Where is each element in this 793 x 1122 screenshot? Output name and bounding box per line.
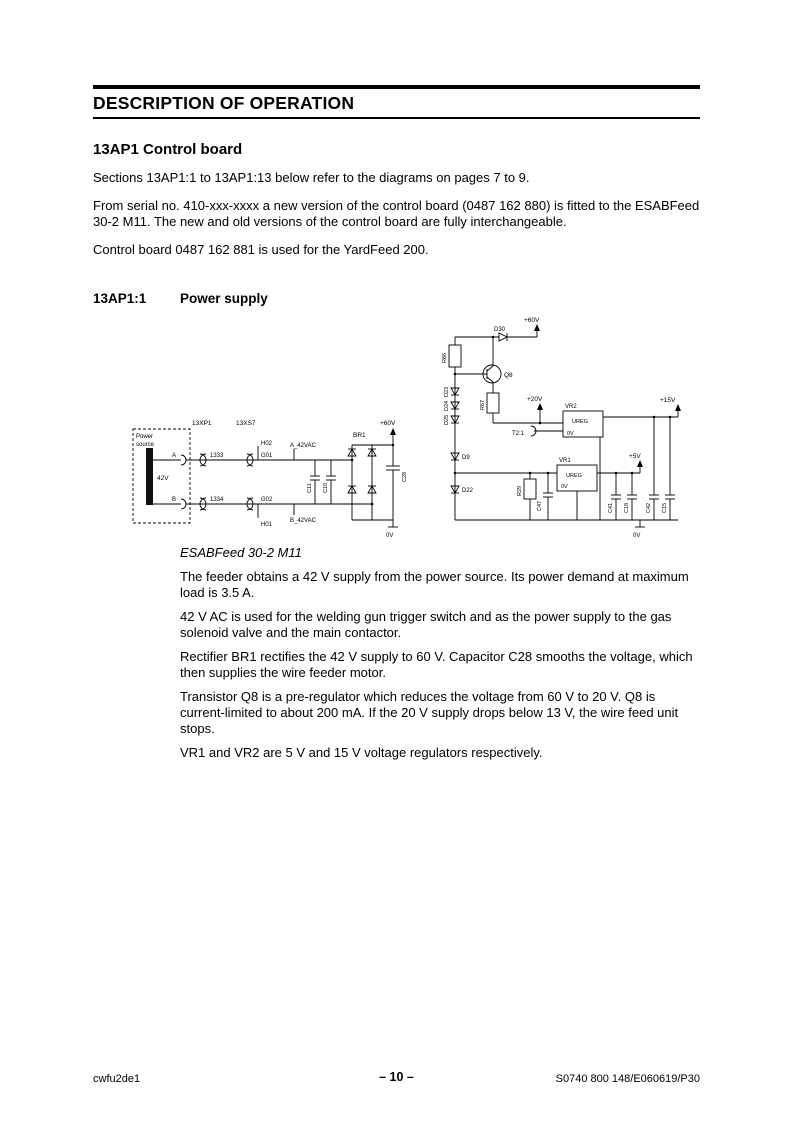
power-source-symbol: Power source 42V A B [132,428,191,524]
pre-regulator-q8: +60V D30 R66 Q8 D [442,317,563,520]
diagram-caption: ESABFeed 30-2 M11 [180,545,302,560]
label-pin-h02: H02 [261,441,273,447]
label-vr2-0v: 0V [567,431,574,437]
label-pin-g02: G02 [261,497,273,503]
page-footer: cwfu2de1 – 10 – S0740 800 148/E060619/P3… [93,1069,700,1091]
label-vr1-0v: 0V [561,484,568,490]
bridge-rectifier-br1: BR1 [347,432,393,521]
label-d22: D22 [462,488,474,494]
subsection-number: 13AP1:1 [93,291,147,306]
page-content: DESCRIPTION OF OPERATION 13AP1 Control b… [93,85,700,760]
label-0v-left: 0V [386,533,393,539]
footer-document-code: cwfu2de1 [93,1073,141,1085]
connector-13xs7: 13XS7 H02 G01 G02 H01 [236,420,273,528]
label-r67: R67 [480,400,486,410]
label-r66: R66 [442,353,448,363]
label-d25: D25 [444,415,450,425]
intro-paragraph-1: Sections 13AP1:1 to 13AP1:13 below refer… [93,170,530,185]
label-pin-h01: H01 [261,522,273,528]
smoothing-cap-c28: +60V C28 0V [380,420,408,539]
label-d24: D24 [444,401,450,411]
page-header: DESCRIPTION OF OPERATION [93,85,700,119]
connector-13xp1: 13XP1 1333 1334 [192,420,224,511]
label-vr2-ureg: UREG [572,419,588,425]
label-60v-left: +60V [380,420,396,427]
label-13xp1: 13XP1 [192,420,212,427]
label-terminal-a: A [172,453,176,459]
label-r29: R29 [517,486,523,496]
label-vr1: VR1 [559,458,571,464]
label-c42: C42 [646,503,652,513]
label-vr1-ureg: UREG [566,473,582,479]
label-b-42vac: B_42VAC [290,518,317,524]
label-c47: C47 [537,501,543,511]
ac-wires [186,459,372,505]
net-labels-42vac: A_42VAC B_42VAC [290,443,317,524]
label-c10: C10 [323,483,329,493]
label-c11: C11 [307,483,313,493]
page-title: DESCRIPTION OF OPERATION [93,93,355,113]
subsection-heading: 13AP1:1 Power supply [93,291,700,306]
body-paragraph-5: VR1 and VR2 are 5 V and 15 V voltage reg… [180,745,543,760]
label-d30: D30 [494,327,506,333]
label-d23: D23 [444,387,450,397]
regulator-vr2: VR2 UREG 0V +15V [562,397,681,520]
label-source: source [136,442,155,448]
label-wire-1333: 1333 [210,453,224,459]
label-terminal-b: B [172,497,176,503]
label-42v: 42V [157,475,169,482]
label-t2-1: T2:1 [512,431,525,437]
label-c18: C18 [624,503,630,513]
body-paragraph-3: Rectifier BR1 rectifies the 42 V supply … [180,649,693,680]
regulator-vr1: VR1 UREG 0V +5V [455,453,643,520]
label-q8: Q8 [504,372,513,379]
label-60v-right: +60V [524,317,540,324]
label-0v-right: 0V [633,533,640,539]
power-supply-schematic: Power source 42V A B 13XP1 [132,317,681,539]
body-paragraph-1: The feeder obtains a 42 V supply from th… [180,569,689,600]
label-15v: +15V [660,397,676,404]
label-br1: BR1 [353,432,366,439]
label-20v: +20V [527,396,543,403]
section-title: 13AP1 Control board [93,141,243,158]
label-13xs7: 13XS7 [236,420,256,427]
body-paragraph-2: 42 V AC is used for the welding gun trig… [180,609,672,640]
footer-revision-code: S0740 800 148/E060619/P30 [555,1073,700,1085]
label-a-42vac: A_42VAC [290,443,317,449]
output-caps: C41 C18 C42 C15 [608,415,675,520]
label-c15: C15 [662,503,668,513]
subsection-title: Power supply [180,291,268,306]
intro-paragraph-3: Control board 0487 162 881 is used for t… [93,242,429,257]
intro-paragraph-2: From serial no. 410-xxx-xxxx a new versi… [93,198,700,229]
clamp-diodes: D9 D22 R29 C47 [450,452,553,520]
label-vr2: VR2 [565,404,577,410]
label-power: Power [136,434,153,440]
power-supply-diagram: Power source 42V A B 13XP1 [93,313,700,543]
ground-rail: 0V [455,519,678,539]
body-paragraph-4: Transistor Q8 is a pre-regulator which r… [180,689,679,736]
label-5v: +5V [629,453,641,460]
label-d9: D9 [462,455,470,461]
input-filter-caps: C11 C10 [307,460,336,504]
footer-page-number: – 10 – [379,1070,414,1084]
label-pin-g01: G01 [261,453,273,459]
label-c28: C28 [402,472,408,482]
label-wire-1334: 1334 [210,497,224,503]
label-c41: C41 [608,503,614,513]
